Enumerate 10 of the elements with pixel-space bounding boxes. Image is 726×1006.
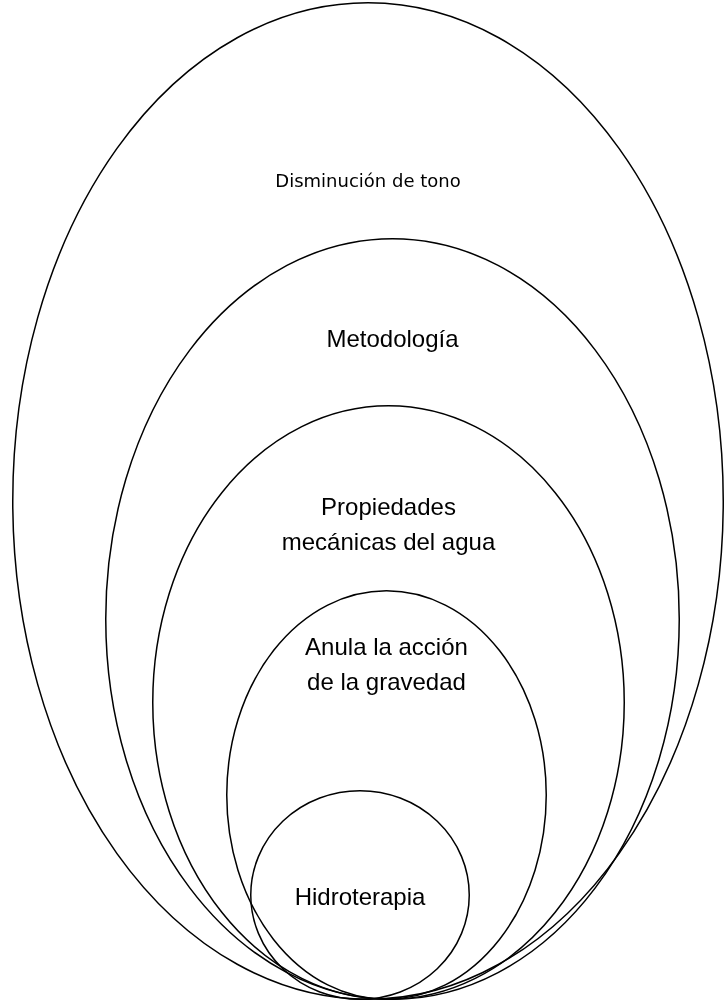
ellipse-label: Metodología <box>325 324 460 354</box>
ellipse-label: Propiedades mecánicas del agua <box>280 492 497 557</box>
ellipse-label: Hidroterapia <box>293 882 427 912</box>
nested-ellipse <box>105 238 680 1000</box>
nested-ellipse <box>250 790 470 1000</box>
ellipse-label: Anula la acción de la gravedad <box>304 632 469 697</box>
nested-ellipse <box>226 590 547 1000</box>
nested-ellipse <box>152 405 625 1000</box>
ellipse-label: Disminución de tono <box>274 169 462 193</box>
nested-ellipse <box>12 2 724 1000</box>
